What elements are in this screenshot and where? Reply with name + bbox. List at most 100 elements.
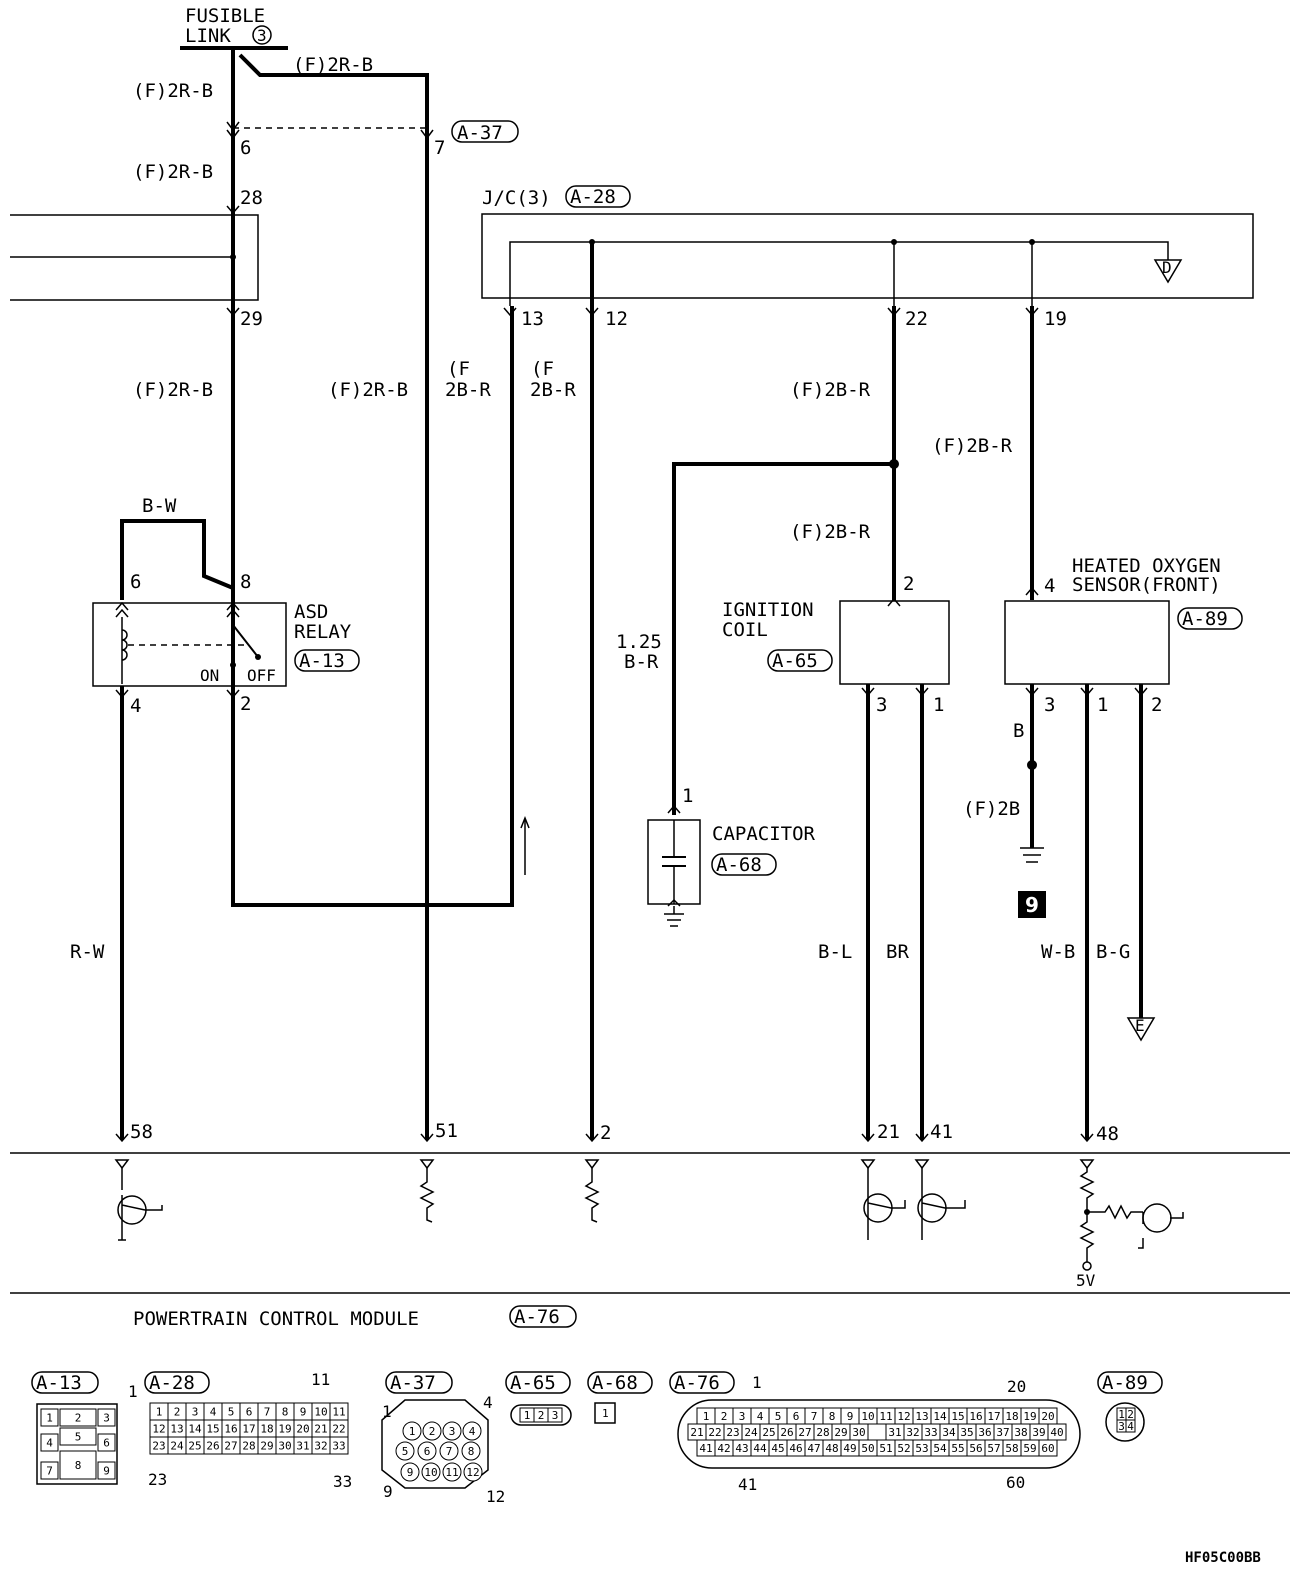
a28-cell-13-label: 13	[170, 1423, 183, 1436]
wire-label-wb: W-B	[1041, 941, 1075, 963]
power-wires: (F)2R-B (F)2R-B (F)2R-B (F)2R-B (F)2R-B …	[133, 48, 519, 1140]
a28-cell-22-label: 22	[332, 1423, 345, 1436]
a28-cell-12-label: 12	[152, 1423, 165, 1436]
a13-cell-1-label: 1	[46, 1412, 53, 1425]
a76-shell	[677, 1399, 1081, 1469]
a76-cell-21-label: 21	[690, 1426, 703, 1439]
divider-resistor-2	[1087, 1204, 1143, 1220]
a28-callout-33: 33	[333, 1472, 352, 1491]
a76-cell-14-label: 14	[933, 1410, 947, 1423]
jc-node-12	[589, 239, 595, 245]
a76-cell-8-label: 8	[829, 1410, 836, 1423]
a37-pin-11-label: 11	[445, 1466, 458, 1479]
cap-wire-color: B-R	[624, 651, 659, 673]
a89-cell-4	[1125, 1419, 1136, 1433]
a76-callout-1: 1	[752, 1373, 762, 1392]
fusible-link: FUSIBLE LINK 3	[180, 5, 288, 50]
a13-cell-4-label: 4	[46, 1437, 53, 1450]
a28-cell-33	[329, 1436, 349, 1455]
pin-29: 29	[240, 308, 263, 330]
pin-2-hos: 2	[1151, 694, 1162, 716]
a37-pin-4	[462, 1421, 482, 1441]
a76-cell-60	[1038, 1439, 1058, 1457]
a76-cell-27-label: 27	[798, 1426, 811, 1439]
a37-tag-box	[451, 120, 519, 143]
wire-asd-loop	[231, 48, 514, 907]
a13-cell-7-label: 7	[46, 1465, 53, 1478]
chevron-6	[226, 121, 240, 140]
a28-cell-25-label: 25	[188, 1440, 201, 1453]
ground-icon-capacitor	[664, 913, 684, 927]
pin-21: 21	[877, 1121, 900, 1143]
asd-relay-label-1: ASD	[294, 601, 328, 623]
pin-51: 51	[435, 1120, 458, 1142]
a37-pin-1	[402, 1421, 422, 1441]
flow-arrow-head	[520, 815, 530, 829]
a37-pin-9-label: 9	[407, 1466, 414, 1479]
a28-cell-21-label: 21	[314, 1423, 327, 1436]
a89-shell	[1105, 1402, 1145, 1442]
a28-cell-19-label: 19	[278, 1423, 291, 1436]
a37-pin-3-label: 3	[449, 1425, 456, 1438]
a89-cell-4-label: 4	[1127, 1420, 1134, 1433]
jc-bus	[509, 241, 1169, 306]
jc-node-19	[1029, 239, 1035, 245]
asd-relay-label-2: RELAY	[294, 621, 352, 643]
a37-callout-4: 4	[483, 1393, 493, 1412]
a76-cell-10-label: 10	[861, 1410, 874, 1423]
a28-cell-14-label: 14	[188, 1423, 202, 1436]
a76-cell-5-label: 5	[775, 1410, 782, 1423]
a37-pin-2-label: 2	[429, 1425, 436, 1438]
a13-cell-6-label: 6	[103, 1437, 110, 1450]
a37-pin-1-label: 1	[409, 1425, 416, 1438]
ground-point-number: 9	[1025, 893, 1039, 917]
cap-wire-size: 1.25	[616, 631, 662, 653]
offpage-e-label: E	[1135, 1016, 1145, 1035]
chevrons-jc	[503, 307, 1039, 317]
a13-cell-3-label: 3	[103, 1412, 110, 1425]
view-a68-tag-box	[587, 1371, 653, 1394]
input-58-icon	[114, 1159, 130, 1170]
a76-tag-box	[509, 1305, 577, 1328]
a76-cell-9-label: 9	[847, 1410, 854, 1423]
wire-label-f2rb-4: (F)2R-B	[133, 379, 213, 401]
offpage-e-icon	[1126, 1017, 1156, 1042]
a76-cell-30-label: 30	[852, 1426, 865, 1439]
a37-pin-6-label: 6	[424, 1445, 431, 1458]
a68-tag-box	[711, 853, 777, 876]
wire-label-br: BR	[886, 941, 909, 963]
input-21-icon	[860, 1159, 876, 1170]
a28-cell-16-label: 16	[224, 1423, 237, 1436]
junction-connector-3: J/C(3) A-28 D 13 12 22 19 (F 2B-R (F 2B-…	[445, 185, 1254, 1140]
a76-cell-40-label: 40	[1050, 1426, 1063, 1439]
pin-28: 28	[240, 187, 263, 209]
a28-cell-4-label: 4	[210, 1406, 217, 1419]
a76-cell-19-label: 19	[1023, 1410, 1036, 1423]
a28-cell-30-label: 30	[278, 1440, 291, 1453]
a28-cell-1-label: 1	[156, 1406, 163, 1419]
a76-cell-36-label: 36	[978, 1426, 991, 1439]
a76-cell-48-label: 48	[825, 1442, 838, 1455]
a76-cell-60-label: 60	[1041, 1442, 1054, 1455]
transistor-58-legs	[121, 1195, 163, 1240]
a76-cell-44-label: 44	[753, 1442, 767, 1455]
a28-cell-2-label: 2	[174, 1406, 181, 1419]
a76-cell-11-label: 11	[879, 1410, 892, 1423]
a28-cell-28-label: 28	[242, 1440, 255, 1453]
a89-tag: A-89	[1182, 608, 1228, 630]
a28-cell-6-label: 6	[246, 1406, 253, 1419]
a89-cell-2-label: 2	[1127, 1408, 1134, 1421]
pin-6-a37: 6	[240, 137, 251, 159]
view-a13-tag-box	[31, 1371, 99, 1394]
pin-2-pcm: 2	[600, 1122, 611, 1144]
view-a89-tag: A-89	[1102, 1372, 1148, 1394]
pin-1-hos: 1	[1097, 694, 1108, 716]
a76-cell-58-label: 58	[1005, 1442, 1018, 1455]
a76-cell-50-label: 50	[861, 1442, 874, 1455]
pin-7-a37: 7	[434, 137, 445, 159]
ref-5v-icon	[1082, 1261, 1092, 1271]
a28-cell-10-label: 10	[314, 1406, 327, 1419]
a28-callout-1: 1	[128, 1382, 138, 1401]
